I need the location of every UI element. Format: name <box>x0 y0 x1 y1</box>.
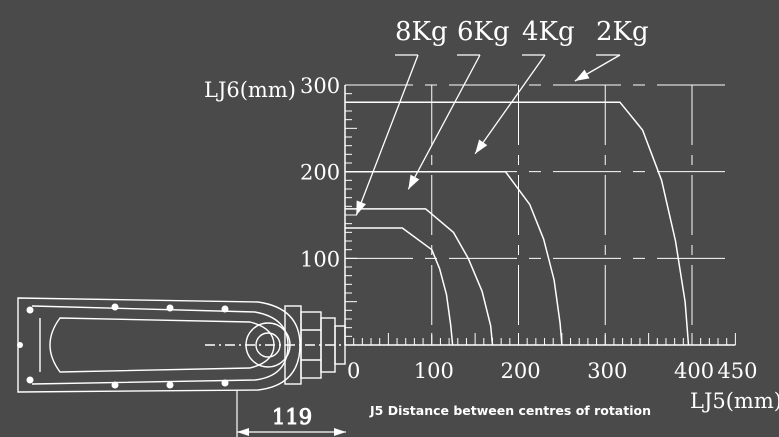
series-line-8kg <box>345 227 454 346</box>
leader-arrowhead <box>475 139 488 154</box>
y-tick-label: 200 <box>300 161 340 185</box>
leader-arrowhead <box>574 69 590 81</box>
series-label-8kg: 8Kg <box>395 17 448 47</box>
x-axis-label: LJ5(mm) <box>690 389 779 413</box>
leader-line <box>355 54 419 216</box>
chart-axes <box>344 84 736 346</box>
series-line-6kg <box>345 208 494 346</box>
chart-grid <box>345 84 726 345</box>
series-line-2kg <box>345 101 690 346</box>
y-tick-label: 300 <box>300 74 340 98</box>
x-tick-label: 100 <box>414 359 454 383</box>
x-tick-label: 400 <box>674 359 714 383</box>
y-axis-label: LJ6(mm) <box>204 78 296 102</box>
series-line-4kg <box>345 170 563 346</box>
series-label-2kg: 2Kg <box>596 17 649 47</box>
chart-caption: J5 Distance between centres of rotation <box>369 403 651 418</box>
series-label-4kg: 4Kg <box>522 17 575 47</box>
leader-line <box>407 54 481 190</box>
x-tick-label: 300 <box>587 359 627 383</box>
chart-series <box>345 101 690 346</box>
y-tick-label: 100 <box>300 247 340 271</box>
leader-arrowhead <box>356 200 366 216</box>
x-tick-label: 200 <box>501 359 541 383</box>
x-tick-label: 0 <box>347 359 360 383</box>
scara-robot-arm-icon <box>17 297 346 393</box>
leader-arrowhead <box>408 174 420 190</box>
x-tick-label: 450 <box>717 359 757 383</box>
offset-dimension-label: 119 <box>272 405 312 429</box>
offset-dimension: 119 <box>236 390 346 437</box>
series-label-6kg: 6Kg <box>457 17 510 47</box>
leader-line <box>474 54 546 155</box>
